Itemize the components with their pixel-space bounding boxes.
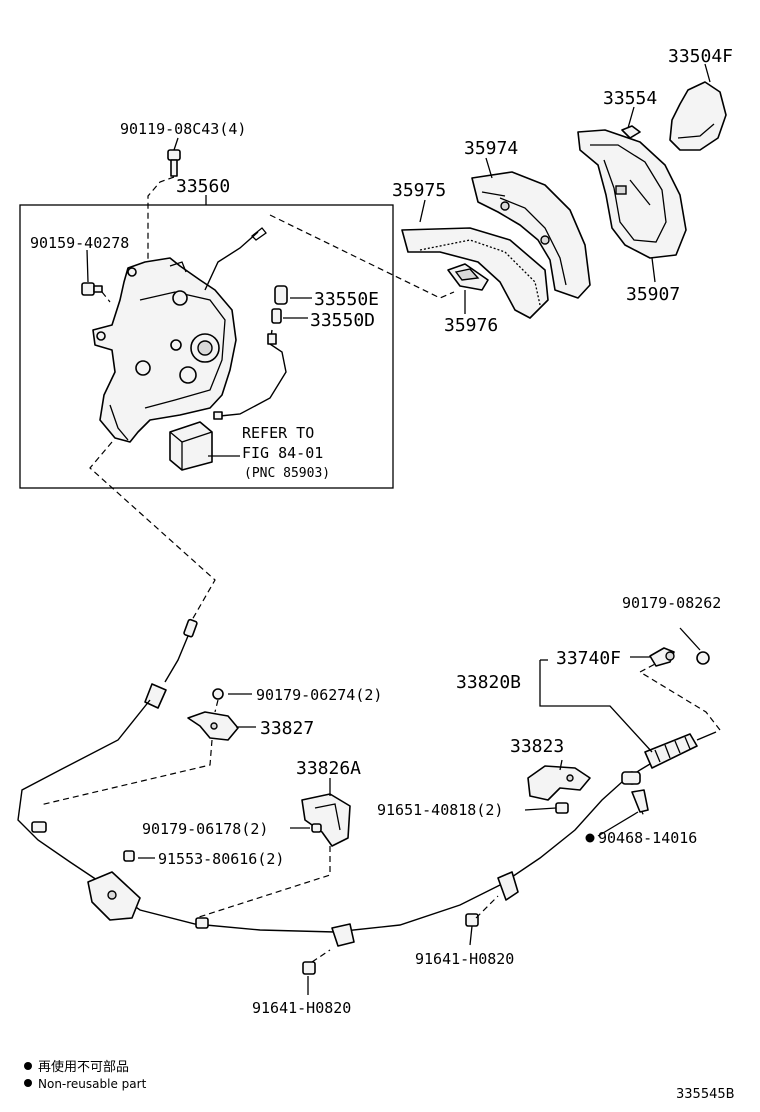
label-90179-06178: 90179-06178(2) bbox=[142, 820, 268, 838]
legend-en: Non-reusable part bbox=[38, 1077, 147, 1091]
label-91641-H0820-right: 91641-H0820 bbox=[415, 950, 514, 968]
label-90159-40278: 90159-40278 bbox=[30, 234, 129, 252]
slide-plate-35976[interactable] bbox=[447, 263, 489, 291]
nut-90179-06274[interactable] bbox=[212, 688, 224, 700]
cap-33550E[interactable] bbox=[274, 285, 288, 305]
cable-clamp-right[interactable] bbox=[497, 871, 519, 901]
label-90119-08C43: 90119-08C43(4) bbox=[120, 120, 246, 138]
label-33550D: 33550D bbox=[310, 310, 375, 331]
figure-id: 335545B bbox=[676, 1087, 735, 1102]
non-reusable-dot bbox=[585, 833, 595, 843]
legend-dot-jp bbox=[24, 1062, 32, 1070]
label-33820B: 33820B bbox=[456, 672, 521, 693]
bracket-33826A[interactable] bbox=[301, 793, 351, 847]
nut-90179-06178[interactable] bbox=[311, 823, 322, 833]
clip-33550D[interactable] bbox=[271, 308, 282, 324]
label-33560: 33560 bbox=[176, 176, 230, 197]
shift-lever-bracket-33560[interactable] bbox=[92, 257, 237, 443]
label-35907: 35907 bbox=[626, 284, 680, 305]
console-panel-35907[interactable] bbox=[577, 129, 687, 259]
shift-cable-33820B[interactable] bbox=[17, 699, 641, 933]
label-35975: 35975 bbox=[392, 180, 446, 201]
label-refer-to: REFER TO bbox=[242, 424, 314, 442]
clip-90468-14016[interactable] bbox=[631, 789, 649, 813]
bolt-91641-H0820-left[interactable] bbox=[302, 961, 316, 975]
cable-end-upper[interactable] bbox=[144, 618, 198, 709]
label-refer-pnc: (PNC 85903) bbox=[244, 466, 330, 481]
label-90179-06274: 90179-06274(2) bbox=[256, 686, 382, 704]
label-33504F: 33504F bbox=[668, 46, 733, 67]
legend-jp: 再使用不可部品 bbox=[38, 1059, 129, 1075]
position-indicator-housing-35974[interactable] bbox=[471, 171, 591, 299]
shift-knob-33504F[interactable] bbox=[669, 81, 727, 151]
indicator-plate-35975[interactable] bbox=[401, 227, 549, 319]
label-33827: 33827 bbox=[260, 718, 314, 739]
label-35976: 35976 bbox=[444, 315, 498, 336]
label-33740F: 33740F bbox=[556, 648, 621, 669]
label-90179-08262: 90179-08262 bbox=[622, 594, 721, 612]
label-33826A: 33826A bbox=[296, 758, 361, 779]
label-35974: 35974 bbox=[464, 138, 518, 159]
label-91553-80616: 91553-80616(2) bbox=[158, 850, 284, 868]
cable-clip-end[interactable] bbox=[621, 771, 641, 785]
label-33823: 33823 bbox=[510, 736, 564, 757]
label-33554: 33554 bbox=[603, 88, 657, 109]
cable-clamp-mid[interactable] bbox=[195, 917, 355, 947]
bolt-91641-H0820-right[interactable] bbox=[465, 913, 479, 927]
cable-clamp-left[interactable] bbox=[31, 821, 47, 833]
nut-90179-08262[interactable] bbox=[696, 651, 710, 665]
label-refer-fig: FIG 84-01 bbox=[242, 444, 323, 462]
label-90468-14016: 90468-14016 bbox=[598, 829, 697, 847]
bracket-33827[interactable] bbox=[187, 711, 239, 741]
bolt-90119-08C43[interactable] bbox=[167, 149, 181, 177]
label-91641-H0820-left: 91641-H0820 bbox=[252, 999, 351, 1017]
bolt-33740F[interactable] bbox=[649, 647, 675, 667]
legend-dot-en bbox=[24, 1079, 32, 1087]
label-91651-40818: 91651-40818(2) bbox=[377, 801, 503, 819]
cable-bracket-lower-left[interactable] bbox=[87, 871, 141, 921]
bracket-33823[interactable] bbox=[527, 765, 591, 801]
bolt-91553-80616[interactable] bbox=[123, 850, 135, 862]
bolt-90159-40278[interactable] bbox=[81, 282, 103, 296]
label-33550E: 33550E bbox=[314, 289, 379, 310]
bolt-91651-40818[interactable] bbox=[555, 802, 569, 814]
cable-boot[interactable] bbox=[644, 731, 717, 769]
connector-refer-fig-84-01[interactable] bbox=[169, 421, 213, 471]
